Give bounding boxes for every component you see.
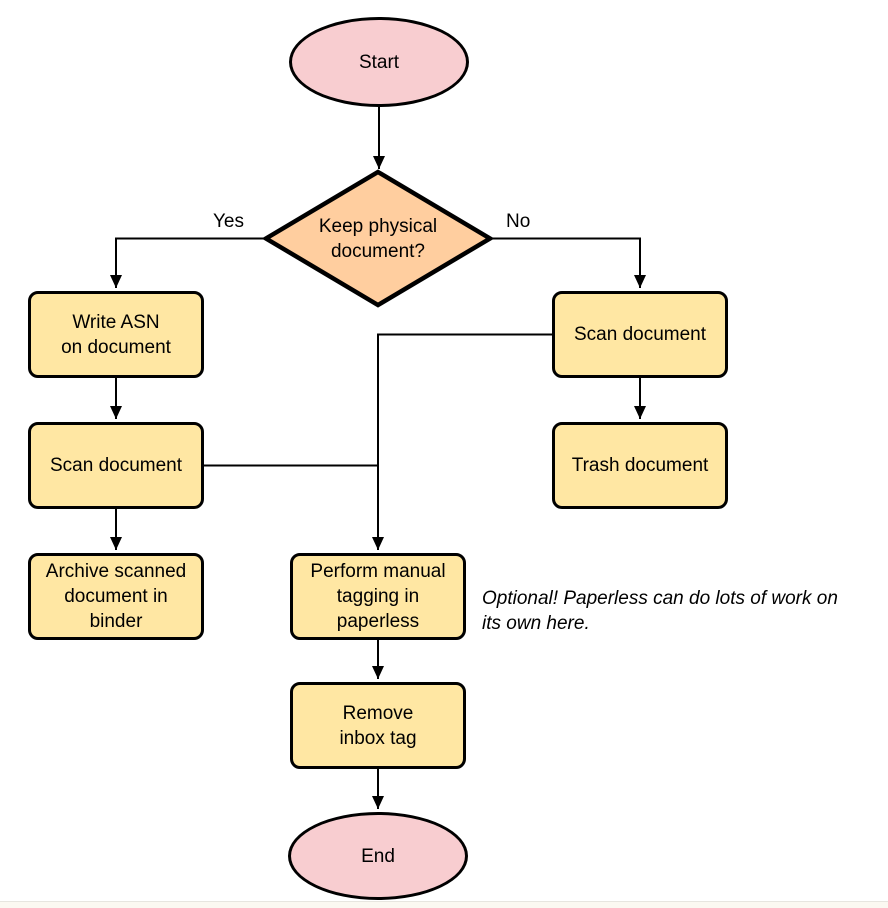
node-tagging-label: Perform manual tagging in paperless [310,561,446,632]
node-trash-label: Trash document [571,455,709,476]
edge-decision-yes [110,237,266,288]
node-scan-document-right: Scan document [552,291,728,378]
node-scan-left-label: Scan document [49,455,183,476]
edge-label-yes: Yes [213,211,244,232]
node-end: End [288,812,468,900]
decision-shape [261,169,495,308]
node-scan-document-left: Scan document [28,422,204,509]
node-scan-right-label: Scan document [573,324,707,345]
node-manual-tagging: Perform manual tagging in paperless [290,553,466,640]
node-write-asn-label: Write ASN on document [61,311,171,358]
node-start-label: Start [358,51,400,73]
node-start: Start [289,17,469,107]
edge-scanright-to-tagging [372,333,552,550]
node-remove-inbox-tag: Remove inbox tag [290,682,466,769]
bottom-edge-strip [0,901,888,908]
node-decision: Keep physical document? [296,213,460,265]
node-trash-document: Trash document [552,422,728,509]
node-decision-label: Keep physical document? [318,216,438,262]
node-archive-binder: Archive scanned document in binder [28,553,204,640]
annotation-note: Optional! Paperless can do lots of work … [482,588,838,634]
node-end-label: End [361,845,395,867]
edge-label-no: No [506,211,531,232]
node-write-asn: Write ASN on document [28,291,204,378]
edge-decision-no [490,237,646,288]
node-archive-label: Archive scanned document in binder [45,561,187,632]
node-remove-label: Remove inbox tag [339,702,417,749]
